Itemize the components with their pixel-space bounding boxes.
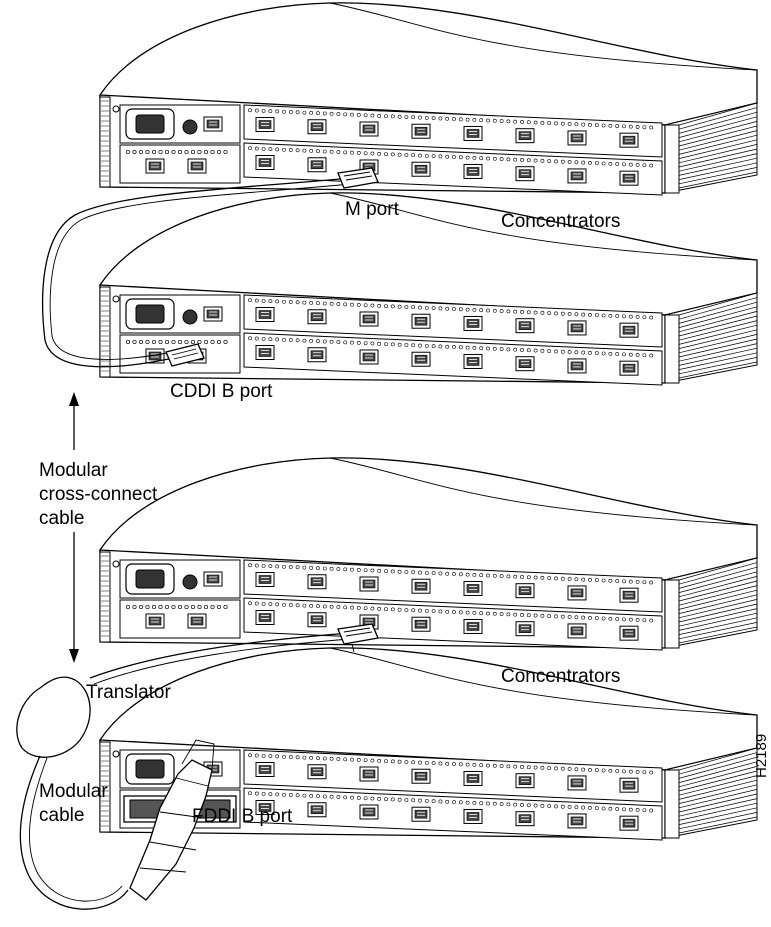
port-icon xyxy=(256,346,274,360)
port-icon xyxy=(464,809,482,823)
port-icon xyxy=(620,361,638,375)
figure-id-label: H2189 xyxy=(753,734,770,778)
port-icon xyxy=(412,617,430,631)
port-icon xyxy=(620,133,638,147)
port-icon xyxy=(412,124,430,138)
port-icon xyxy=(308,803,326,817)
port-icon xyxy=(360,805,378,819)
port-icon xyxy=(516,622,534,636)
console-port-icon xyxy=(183,310,197,324)
port-icon xyxy=(568,131,586,145)
port-icon xyxy=(620,626,638,640)
port-icon xyxy=(620,588,638,602)
concentrators-label-bottom: Concentrators xyxy=(501,666,620,687)
port-icon xyxy=(568,586,586,600)
port-icon xyxy=(412,579,430,593)
fddi-b-port-label: FDDI B port xyxy=(192,806,293,827)
concentrators-label-top: Concentrators xyxy=(501,211,620,232)
port-icon xyxy=(256,118,274,132)
port-icon xyxy=(464,126,482,140)
port-icon xyxy=(568,624,586,638)
port-icon xyxy=(308,765,326,779)
port-icon xyxy=(620,323,638,337)
port-icon xyxy=(204,572,222,586)
port-icon xyxy=(360,312,378,326)
port-icon xyxy=(256,763,274,777)
port-icon xyxy=(360,122,378,136)
port-icon xyxy=(516,584,534,598)
port-icon xyxy=(516,357,534,371)
translator-body xyxy=(17,677,90,757)
console-port-icon xyxy=(183,120,197,134)
port-icon xyxy=(568,776,586,790)
m-port-label: M port xyxy=(345,199,400,220)
port-icon xyxy=(464,164,482,178)
port-icon xyxy=(568,359,586,373)
port-icon xyxy=(568,321,586,335)
port-icon xyxy=(516,167,534,181)
port-icon xyxy=(412,769,430,783)
modular-cross-connect-label-2: cross-connect xyxy=(39,484,158,505)
port-icon xyxy=(568,169,586,183)
port-icon xyxy=(360,350,378,364)
console-port-icon xyxy=(183,575,197,589)
port-icon xyxy=(204,117,222,131)
port-icon xyxy=(308,613,326,627)
port-icon xyxy=(360,577,378,591)
port-icon xyxy=(146,614,164,628)
port-icon xyxy=(412,162,430,176)
port-icon xyxy=(464,354,482,368)
port-icon xyxy=(464,316,482,330)
port-icon xyxy=(308,575,326,589)
concentrator-units xyxy=(100,3,757,840)
port-icon xyxy=(256,308,274,322)
port-icon xyxy=(464,619,482,633)
port-icon xyxy=(412,314,430,328)
port-icon xyxy=(620,778,638,792)
cddi-b-port-label: CDDI B port xyxy=(170,381,273,402)
concentrator-3 xyxy=(100,458,757,650)
port-icon xyxy=(256,573,274,587)
modular-cable-label-2: cable xyxy=(39,805,84,826)
port-icon xyxy=(360,767,378,781)
up-arrowhead xyxy=(69,392,79,406)
translator-label: Translator xyxy=(86,682,171,703)
port-icon xyxy=(256,156,274,170)
port-icon xyxy=(620,171,638,185)
port-icon xyxy=(146,159,164,173)
port-icon xyxy=(188,614,206,628)
modular-cross-connect-label-1: Modular xyxy=(39,460,108,481)
port-icon xyxy=(308,158,326,172)
port-icon xyxy=(256,611,274,625)
port-icon xyxy=(516,774,534,788)
port-icon xyxy=(516,319,534,333)
port-icon xyxy=(308,120,326,134)
port-icon xyxy=(412,352,430,366)
port-icon xyxy=(204,307,222,321)
port-icon xyxy=(516,812,534,826)
port-icon xyxy=(308,348,326,362)
port-icon xyxy=(412,807,430,821)
port-icon xyxy=(464,771,482,785)
port-icon xyxy=(308,310,326,324)
port-icon xyxy=(568,814,586,828)
port-icon xyxy=(516,129,534,143)
port-icon xyxy=(188,159,206,173)
down-arrowhead xyxy=(69,649,79,663)
port-icon xyxy=(620,816,638,830)
port-icon xyxy=(464,581,482,595)
concentrator-1 xyxy=(100,3,757,195)
modular-cross-connect-label-3: cable xyxy=(39,508,84,529)
modular-cable-label-1: Modular xyxy=(39,781,108,802)
